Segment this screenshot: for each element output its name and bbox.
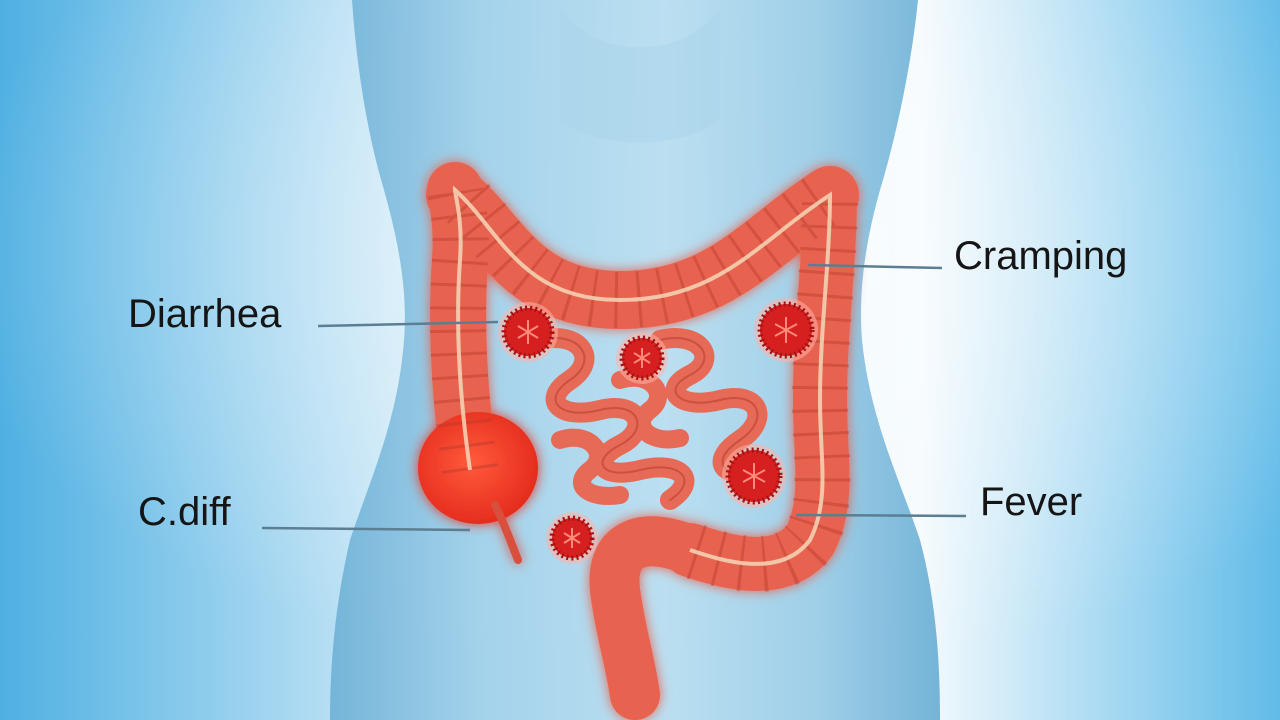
bacteria-icon [616,332,668,384]
label-diarrhea: Diarrhea [128,292,282,336]
colon-stripe [452,185,833,566]
bacteria-icon [546,512,598,564]
torso-shading [560,10,720,143]
leader-line-cramping [807,263,943,270]
label-cramping: Cramping [954,234,1128,278]
bacteria-icon [754,298,818,362]
large-intestine [418,127,859,720]
label-fever: Fever [980,480,1083,524]
rectum [589,516,715,720]
leader-line-cdiff [261,526,471,532]
appendix [491,501,522,564]
leader-lines [261,263,967,532]
bacteria-group [498,298,818,564]
leader-line-diarrhea [317,320,499,328]
label-cdiff: C.diff [138,490,231,534]
bacteria-icon [722,444,786,508]
leader-line-fever [795,513,967,518]
bacteria-icon [498,302,558,362]
